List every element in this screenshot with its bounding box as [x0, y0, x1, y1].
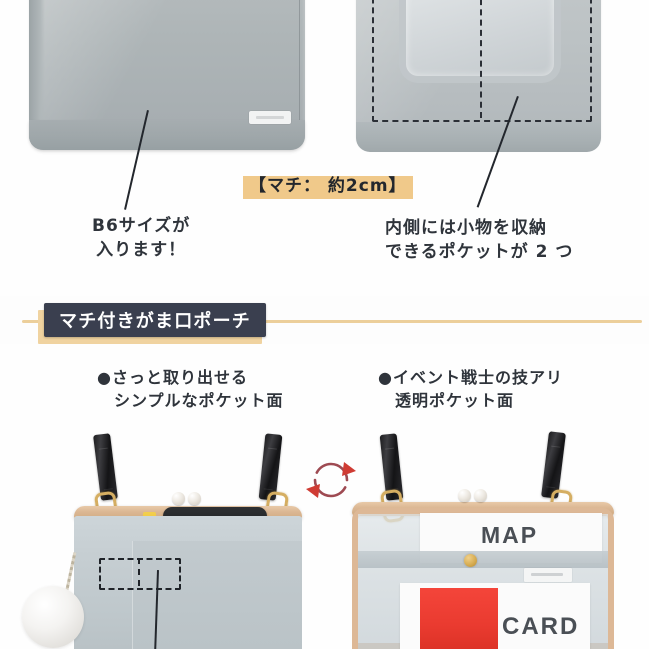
caption-b6-size: B6サイズが 入ります！ — [92, 216, 191, 261]
pouch-interior-bottom-edge — [356, 122, 601, 152]
bag2-gold-frame — [352, 502, 614, 516]
pouch-front-bottom-edge — [29, 111, 305, 150]
section-banner-label: マチ付きがま口ポーチ — [59, 311, 251, 332]
banner-rule-line — [22, 320, 642, 323]
pocket-outline-annotation-left — [99, 558, 181, 590]
vinyl-top-strip — [358, 551, 608, 568]
red-card — [420, 588, 498, 649]
kisslock-pearl-right-2 — [474, 489, 487, 502]
card-card-label: CARD — [502, 613, 580, 640]
kisslock-pearl-left — [172, 492, 185, 505]
rotate-arrows-icon — [306, 462, 356, 498]
pocket-divider-annotation-left — [138, 558, 140, 586]
section-banner-chip: マチ付きがま口ポーチ — [44, 303, 266, 337]
brand-label-tag — [249, 111, 291, 124]
kisslock-pearl-right — [188, 492, 201, 505]
pompom-charm — [22, 586, 84, 648]
pouch-front-side-seam — [29, 0, 45, 150]
top-photo-section: 【マチ： 約2cm】 B6サイズが 入ります！ 内側には小物を収納 できるポケッ… — [0, 0, 649, 296]
caption-simple-pocket-side: ●さっと取り出せる シンプルなポケット面 — [97, 368, 284, 410]
map-card-label: MAP — [481, 522, 539, 548]
kisslock-clasp-2 — [458, 489, 492, 505]
bag2-brand-tag — [524, 568, 572, 582]
kisslock-clasp — [172, 492, 206, 508]
pocket-divider-annotation — [480, 0, 482, 118]
section-banner — [0, 296, 649, 344]
snap-button-icon — [464, 554, 477, 567]
kisslock-pearl-left-2 — [458, 489, 471, 502]
gusset-spec-badge: 【マチ： 約2cm】 — [243, 176, 413, 199]
caption-inner-pockets: 内側には小物を収納 できるポケットが 2 つ — [385, 218, 574, 263]
pocket-outline-annotation — [372, 0, 592, 122]
caption-clear-pocket-side: ●イベント戦士の技アリ 透明ポケット面 — [378, 368, 563, 410]
